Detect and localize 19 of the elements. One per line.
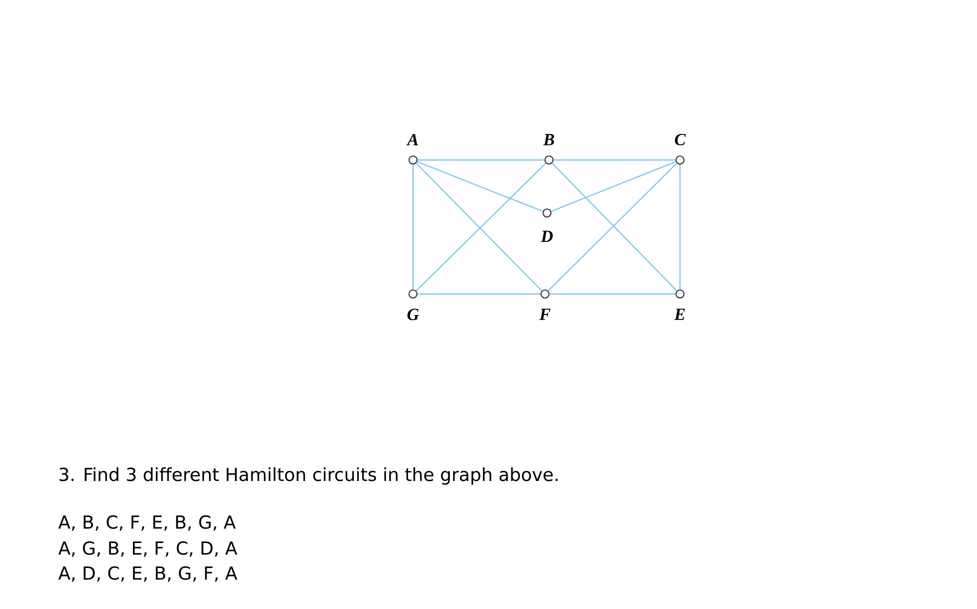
answer-line: A, D, C, E, B, G, F, A <box>58 566 238 582</box>
graph-edge <box>417 161 543 212</box>
node-label: F <box>539 308 550 320</box>
question-text: 3. Find 3 different Hamilton circuits in the graph above. <box>60 467 558 485</box>
node-label: A <box>406 134 418 146</box>
answer-line: A, B, C, F, E, B, G, A <box>58 515 236 531</box>
graph-edge <box>679 164 681 290</box>
node-label: B <box>543 134 554 146</box>
answer-line: A, G, B, E, F, C, D, A <box>58 541 238 557</box>
graph-edge <box>554 159 676 161</box>
node-label: G <box>407 308 419 320</box>
graph-edge <box>418 159 544 161</box>
graph-edge <box>412 164 414 290</box>
graph-edge <box>551 161 676 212</box>
node-label: C <box>674 134 686 146</box>
node-label: E <box>674 308 685 320</box>
graph-edge <box>550 293 676 295</box>
node-label: D <box>540 230 553 242</box>
graph-edge <box>418 293 540 295</box>
